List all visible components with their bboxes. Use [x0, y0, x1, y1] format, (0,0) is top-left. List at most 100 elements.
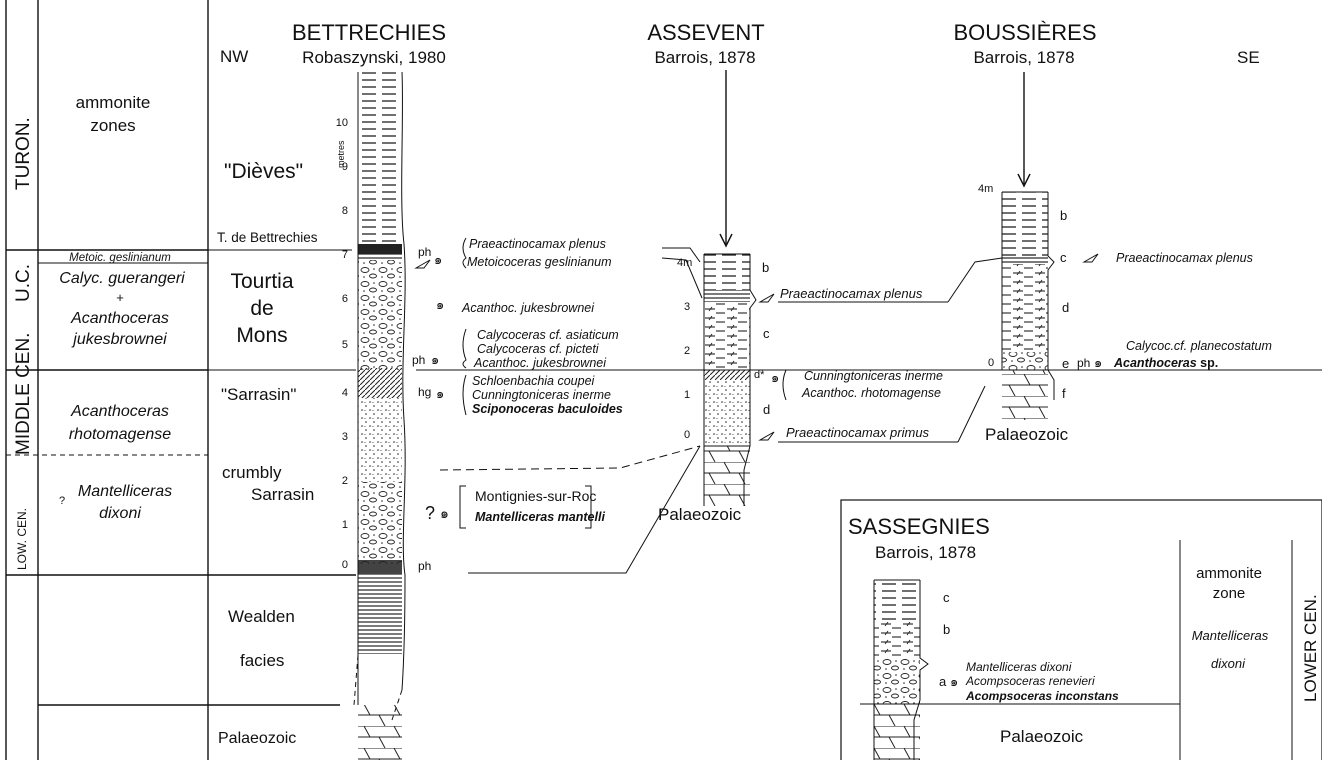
- boussieres-acanth-sp: Acanthoceras sp.: [1113, 356, 1218, 370]
- tick-0: 0: [342, 559, 348, 571]
- fossil-montignies: Montignies-sur-Roc: [475, 488, 596, 504]
- facies-palaeozoic: Palaeozoic: [218, 730, 296, 747]
- ammonite-zone-column: ammonite zones Metoic. geslinianum Calyc…: [59, 93, 185, 522]
- wealden-1: Wealden: [228, 607, 295, 626]
- ph-marker-base: ph: [418, 559, 431, 573]
- zone-calyc-3: jukesbrownei: [71, 331, 167, 348]
- boussieres-plenus: Praeactinocamax plenus: [1116, 251, 1253, 265]
- tick-2: 2: [342, 475, 348, 487]
- tourtia-1: Tourtia: [230, 270, 293, 293]
- ammonite-icon: ๑: [950, 674, 958, 689]
- assevent-palaeozoic: Palaeozoic: [658, 505, 742, 524]
- belemnite-icon: [414, 259, 431, 269]
- sassegnies-dixoni: Mantelliceras dixoni: [966, 660, 1072, 674]
- zone-metoic: Metoic. geslinianum: [69, 252, 171, 264]
- sassegnies-a: a: [939, 674, 947, 689]
- tick-10: 10: [336, 117, 348, 129]
- stage-turon: TURON.: [13, 117, 34, 190]
- boussieres-ph: ph: [1077, 356, 1090, 370]
- assevent-2: 2: [684, 345, 690, 357]
- assevent-rhotomagense: Acanthoc. rhotomagense: [801, 386, 941, 400]
- ammonite-icon: ๑: [436, 386, 444, 401]
- ammonite-icon: ๑: [434, 252, 442, 267]
- assevent-1: 1: [684, 389, 690, 401]
- zone-calyc-1: Calyc. guerangeri: [59, 270, 185, 287]
- sassegnies-inconstans: Acompsoceras inconstans: [965, 689, 1119, 703]
- tick-5: 5: [342, 339, 348, 351]
- fossil-jukesbrownei-mid: Acanthoc. jukesbrownei: [473, 356, 607, 370]
- dieves-label: "Dièves": [224, 160, 303, 183]
- assevent-inerme: Cunningtoniceras inerme: [804, 369, 943, 383]
- fossil-geslinianum: Metoicoceras geslinianum: [467, 255, 612, 269]
- boussieres-planecostatum: Calycoc.cf. planecostatum: [1126, 339, 1272, 353]
- belemnite-icon: [1082, 253, 1099, 263]
- zone-calyc-plus: +: [116, 290, 124, 305]
- stage-table: [5, 0, 356, 760]
- boussieres-b: b: [1060, 208, 1067, 223]
- bettrechies-title: BETTRECHIES: [292, 20, 446, 45]
- sassegnies-c: c: [943, 590, 950, 605]
- correlation-lines-right: [947, 257, 1003, 443]
- ammonite-icon: ๑: [440, 505, 449, 521]
- hg-marker: hg: [418, 385, 431, 399]
- fossil-query: ?: [425, 503, 435, 523]
- sassegnies-zone-2: zone: [1213, 585, 1246, 602]
- boussieres-c: c: [1060, 250, 1067, 265]
- assevent-d: d: [763, 402, 770, 417]
- stage-middle-cen: MIDDLE CEN.: [13, 333, 34, 455]
- bettrechies-markers: ph ph hg ph ๑ ๑ ๑ ๑: [412, 245, 444, 573]
- assevent-plenus: Praeactinocamax plenus: [780, 286, 923, 301]
- zone-rhot-1: Acanthoceras: [70, 403, 169, 420]
- tourtia-2: de: [250, 297, 273, 320]
- zone-rhot-2: rhotomagense: [69, 426, 171, 443]
- bettrechies-fossils: Praeactinocamax plenus Metoicoceras gesl…: [425, 237, 623, 524]
- correlation-lines-left: [439, 247, 703, 574]
- tick-7: 7: [342, 249, 348, 261]
- bettrechies-unit: metres: [336, 140, 346, 168]
- sassegnies-zname-2: dixoni: [1211, 656, 1246, 671]
- fossil-picteti: Calycoceras cf. picteti: [477, 342, 600, 356]
- bettrechies-tick-labels: 0 1 2 3 4 5 6 7 8 9 10: [336, 117, 348, 571]
- sassegnies-inset: SASSEGNIES Barrois, 1878 c b a ๑ Mantell…: [840, 499, 1322, 760]
- ph-marker-top: ph: [418, 245, 431, 259]
- t-bettrechies-label: T. de Bettrechies: [217, 230, 318, 245]
- crumbly-1: crumbly: [222, 463, 282, 482]
- ammonite-icon: ๑: [436, 297, 444, 312]
- sassegnies-palaeozoic: Palaeozoic: [1000, 727, 1084, 746]
- wealden-2: facies: [240, 651, 284, 670]
- sassegnies-zname-1: Mantelliceras: [1192, 628, 1269, 643]
- boussieres-0: 0: [988, 357, 994, 369]
- belemnite-icon: [758, 431, 775, 441]
- zone-dixoni-query: ?: [59, 495, 65, 507]
- sassegnies-title: SASSEGNIES: [848, 514, 990, 539]
- tick-6: 6: [342, 293, 348, 305]
- ph-marker-mid: ph: [412, 353, 425, 367]
- nw-label: NW: [220, 47, 248, 66]
- assevent-4m: 4m: [677, 257, 692, 269]
- bettrechies-brackets: [459, 237, 592, 529]
- tick-8: 8: [342, 205, 348, 217]
- fossil-jukesbrownei-top: Acanthoc. jukesbrownei: [461, 301, 595, 315]
- assevent-b: b: [762, 260, 769, 275]
- assevent-0: 0: [684, 429, 690, 441]
- assevent-dstar: d*: [754, 369, 765, 381]
- assevent-primus: Praeactinocamax primus: [786, 425, 930, 440]
- zone-calyc-2: Acanthoceras: [70, 310, 169, 327]
- stage-uc: U.C.: [13, 264, 34, 302]
- fossil-inerme: Cunningtoniceras inerme: [472, 388, 611, 402]
- crumbly-2: Sarrasin: [251, 485, 314, 504]
- se-label: SE: [1237, 48, 1260, 67]
- fossil-coupei: Schloenbachia coupei: [472, 374, 596, 388]
- assevent-3: 3: [684, 301, 690, 313]
- assevent-title: ASSEVENT: [647, 20, 764, 45]
- sarrasin-label: "Sarrasin": [221, 385, 296, 404]
- fossil-asiaticum: Calycoceras cf. asiaticum: [477, 328, 619, 342]
- stage-low-cen: LOW. CEN.: [15, 508, 29, 570]
- boussieres-4m: 4m: [978, 183, 993, 195]
- assevent-section: ASSEVENT Barrois, 1878 4m 3 2 1 0 b c d*…: [647, 20, 958, 524]
- ammonite-icon: ๑: [431, 352, 439, 367]
- boussieres-ref: Barrois, 1878: [973, 48, 1074, 67]
- zone-dixoni-1: Mantelliceras: [78, 483, 172, 500]
- tick-9: 9: [342, 161, 348, 173]
